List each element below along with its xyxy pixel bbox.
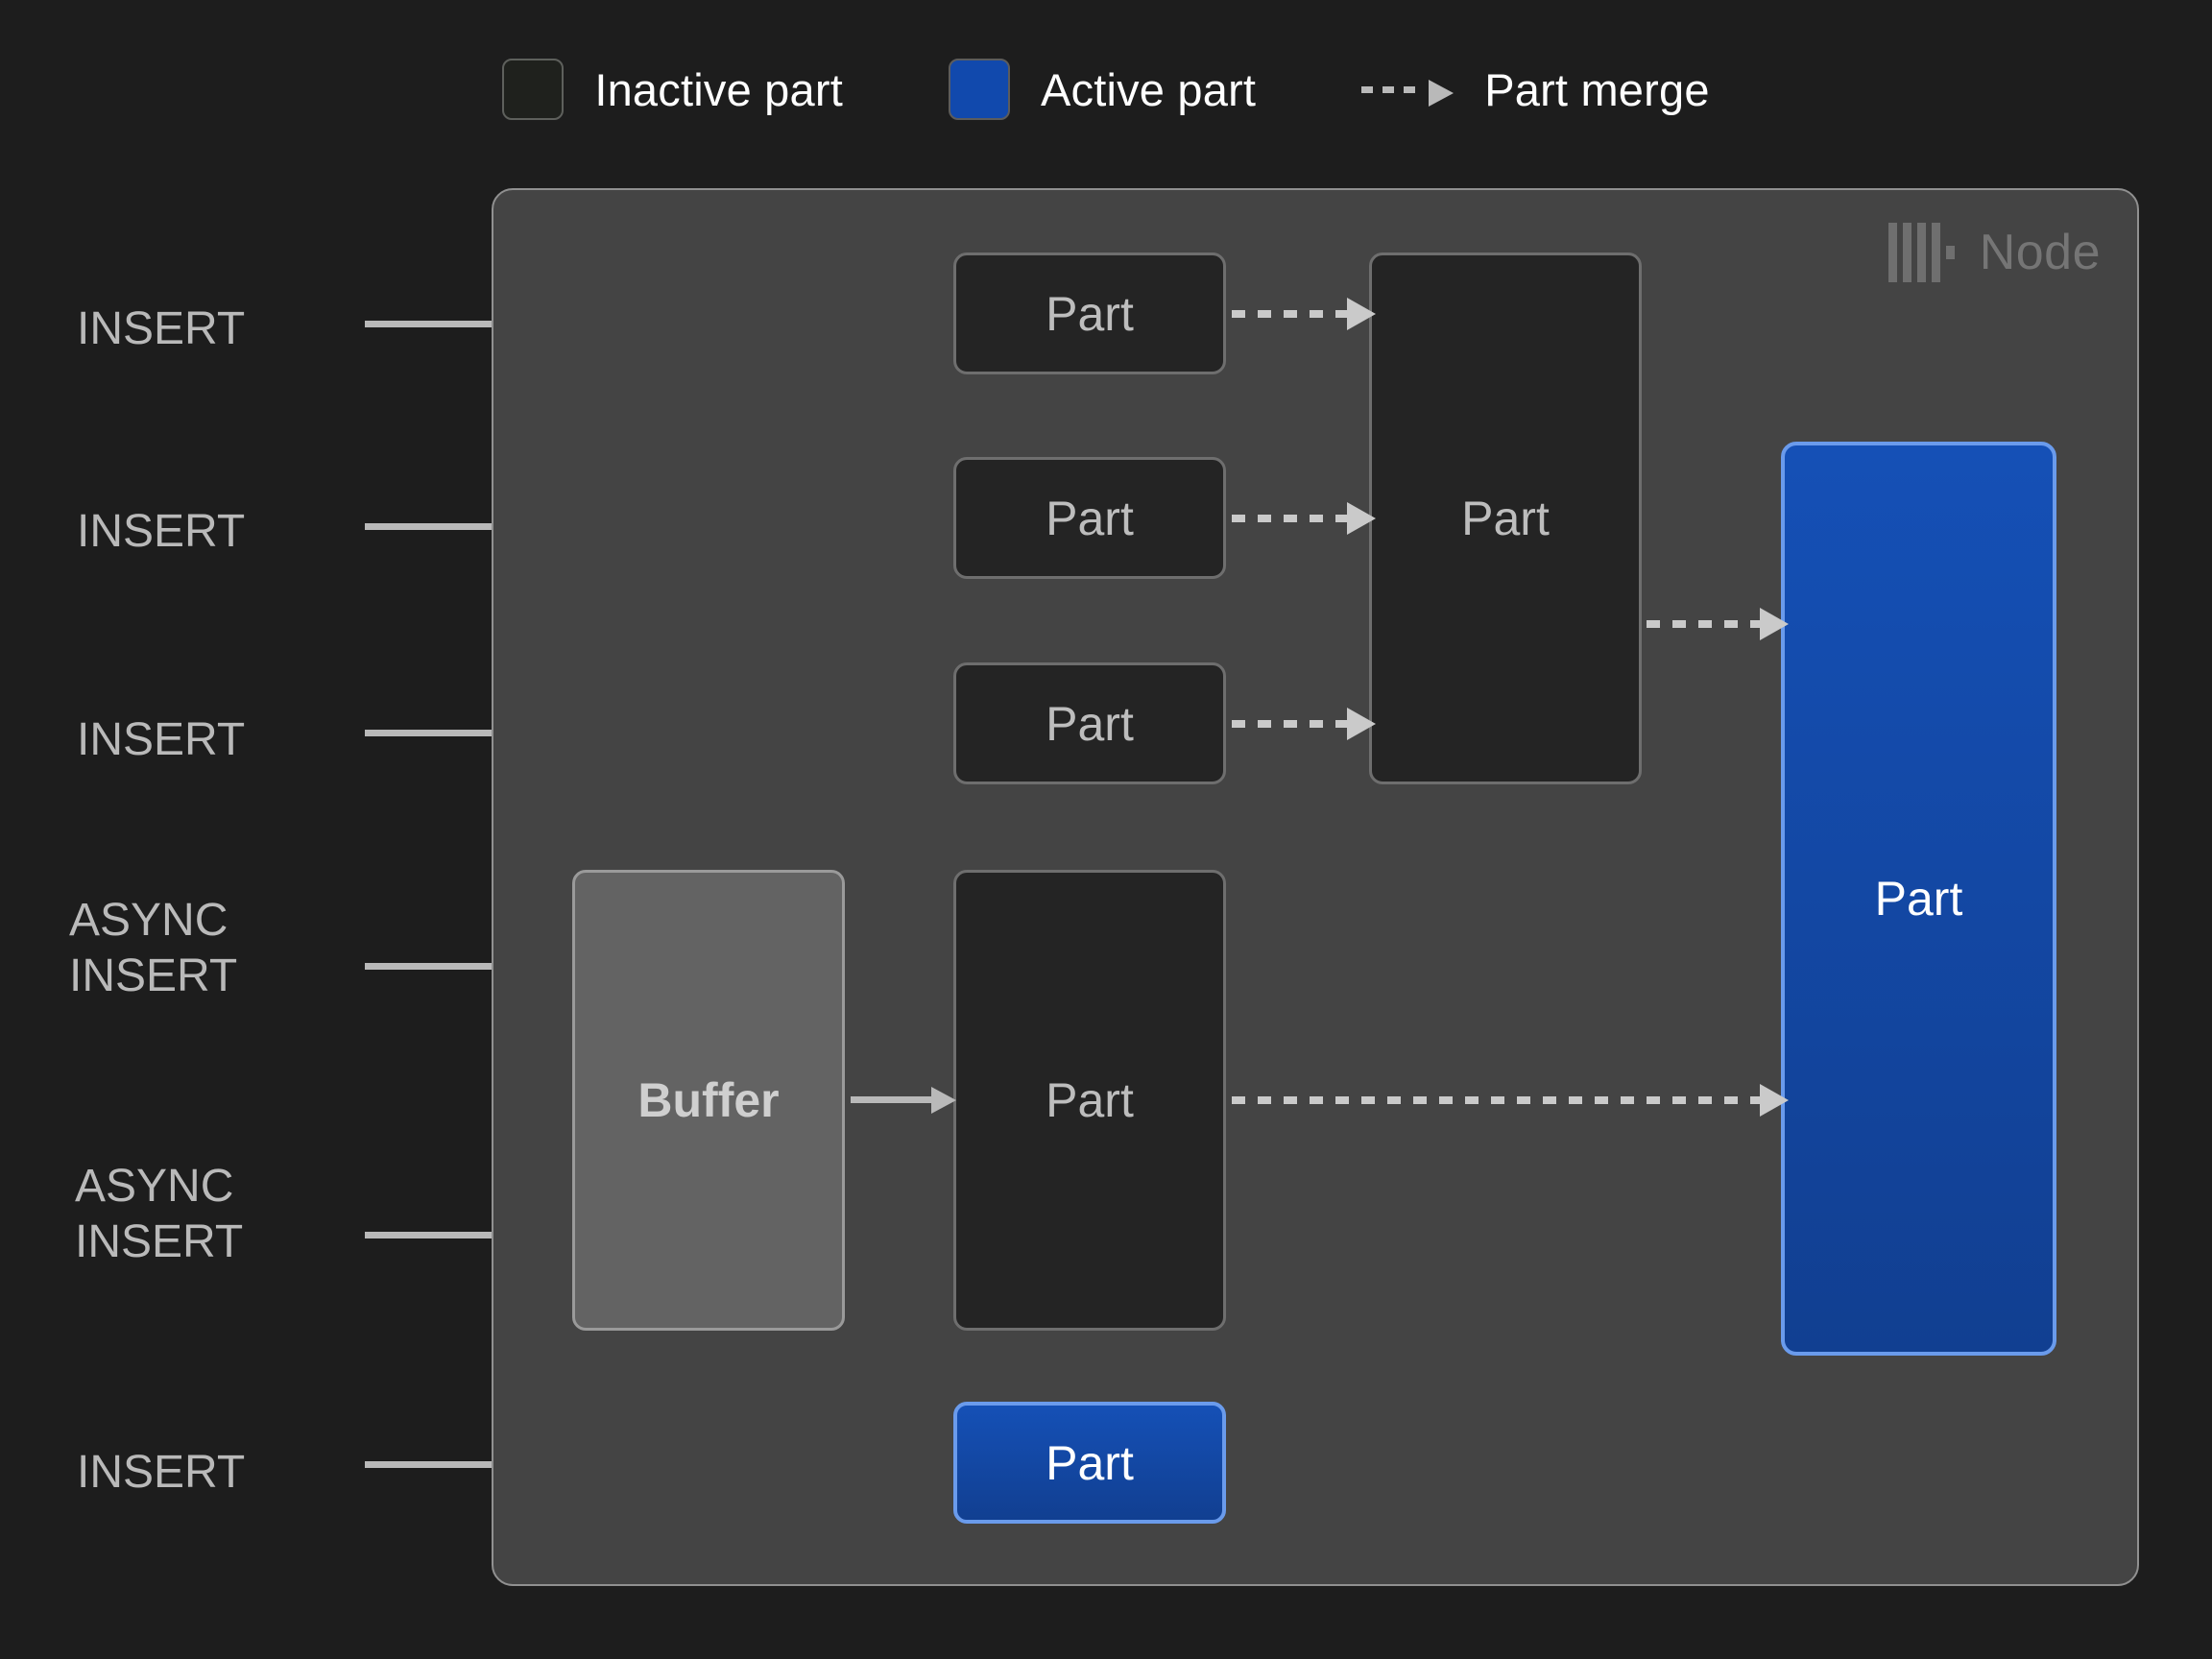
part-box-active-small[interactable]: Part — [953, 1402, 1226, 1524]
legend: Inactive part Active part Part merge — [0, 56, 2212, 123]
arrow-line — [365, 963, 551, 970]
arrowhead-icon — [1760, 608, 1789, 640]
part-box-level1-c[interactable]: Part — [953, 662, 1226, 784]
source-label-insert-1: INSERT — [77, 303, 246, 354]
inactive-part-swatch-icon — [502, 59, 565, 120]
part-box-active-large[interactable]: Part — [1781, 442, 2056, 1356]
arrow-buffer-to-part — [851, 1087, 956, 1114]
arrowhead-icon — [1347, 708, 1376, 740]
merge-arrow-part-a-to-merged — [1232, 298, 1376, 330]
legend-item-inactive-part: Inactive part — [502, 59, 843, 120]
part-box-merged[interactable]: Part — [1369, 252, 1642, 784]
merge-arrow-buffer-part-to-active — [1232, 1084, 1789, 1117]
legend-item-active-part: Active part — [948, 59, 1257, 120]
arrowhead-icon — [1347, 298, 1376, 330]
source-label-insert-3: INSERT — [77, 714, 246, 765]
buffer-box[interactable]: Buffer — [572, 870, 845, 1331]
source-label-insert-2: INSERT — [77, 506, 246, 557]
legend-label-active-part: Active part — [1040, 63, 1257, 115]
source-label-insert-4: INSERT — [77, 1447, 246, 1498]
arrowhead-icon — [1429, 80, 1455, 107]
part-box-from-buffer[interactable]: Part — [953, 870, 1226, 1331]
dashed-line-segment — [1361, 86, 1426, 93]
part-box-level1-b[interactable]: Part — [953, 457, 1226, 579]
arrow-line — [851, 1096, 933, 1103]
dashed-arrow-icon — [1361, 80, 1455, 107]
dashed-line-segment — [1232, 720, 1349, 728]
source-label-async-insert-2: ASYNC INSERT — [75, 1161, 244, 1267]
dashed-line-segment — [1232, 515, 1349, 522]
arrow-line — [365, 1232, 551, 1238]
logo-bar — [1902, 223, 1911, 282]
arrowhead-icon — [1760, 1084, 1789, 1117]
dashed-line-segment — [1232, 310, 1349, 318]
active-part-swatch-icon — [948, 59, 1010, 120]
part-box-level1-a[interactable]: Part — [953, 252, 1226, 374]
dashed-line-segment — [1647, 620, 1762, 628]
arrowhead-icon — [1347, 502, 1376, 535]
clickhouse-logo-icon — [1887, 223, 1955, 282]
legend-label-part-merge: Part merge — [1484, 63, 1710, 115]
merge-arrow-part-b-to-merged — [1232, 502, 1376, 535]
arrowhead-icon — [931, 1087, 956, 1114]
legend-label-inactive-part: Inactive part — [594, 63, 843, 115]
logo-bar — [1931, 223, 1940, 282]
source-label-async-insert-1: ASYNC INSERT — [69, 895, 238, 1001]
merge-arrow-part-c-to-merged — [1232, 708, 1376, 740]
dashed-line-segment — [1232, 1096, 1762, 1104]
merge-arrow-merged-to-active — [1647, 608, 1789, 640]
logo-dot — [1945, 246, 1955, 259]
node-badge: Node — [1887, 223, 2101, 282]
logo-bar — [1916, 223, 1926, 282]
legend-item-part-merge: Part merge — [1361, 63, 1709, 116]
node-label: Node — [1979, 225, 2101, 280]
logo-bar — [1887, 223, 1897, 282]
